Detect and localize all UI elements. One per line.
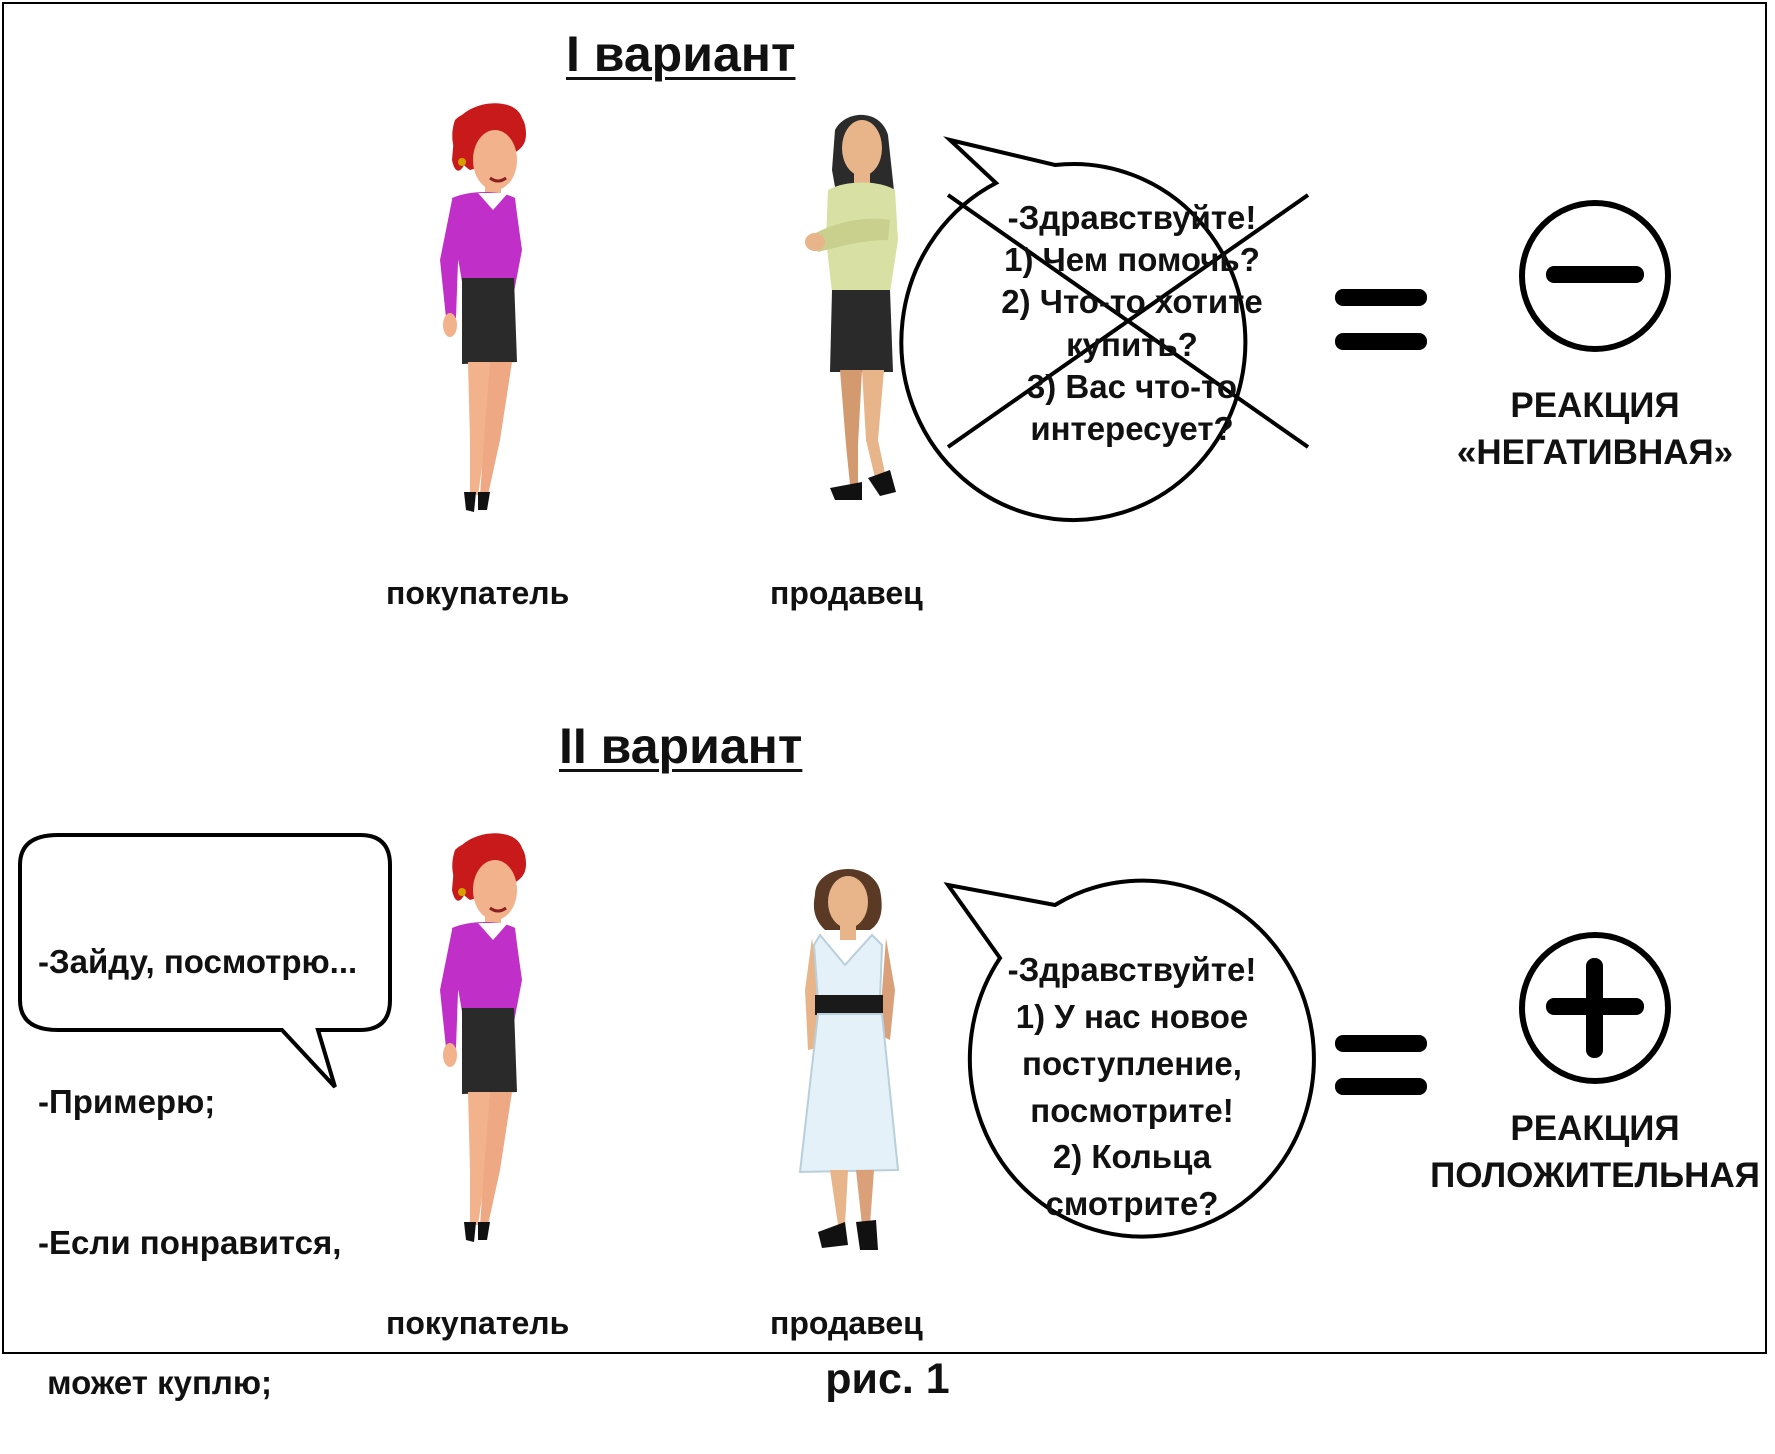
reaction-line: РЕАКЦИЯ <box>1510 1109 1680 1148</box>
seller-figure-1 <box>805 114 898 500</box>
buyer-figure-2 <box>438 831 528 1244</box>
speech-line: -Здравствуйте! <box>1007 199 1257 236</box>
speech-line: интересует? <box>1030 410 1234 448</box>
speech-line: поступление, <box>1022 1044 1242 1082</box>
figure-frame <box>2 2 1767 1354</box>
seller-speech-bubble-1 <box>899 136 1248 522</box>
minus-circle-icon <box>1519 200 1671 352</box>
cross-line-b <box>946 193 1310 449</box>
seller-speech-text-2: -Здравствуйте! 1) У нас новое поступлени… <box>992 947 1272 1228</box>
reaction-line: РЕАКЦИЯ <box>1510 386 1680 425</box>
speech-line: 2) Кольца <box>1052 1138 1212 1176</box>
reaction-positive: РЕАКЦИЯ ПОЛОЖИТЕЛЬНАЯ <box>1430 1105 1760 1200</box>
speech-line: 2) Что-то хотите <box>1001 283 1263 321</box>
plus-circle-icon <box>1519 932 1671 1084</box>
equals-sign-2 <box>1335 1035 1427 1095</box>
speech-line: 3) Вас что-то <box>1026 367 1238 405</box>
speech-line: 1) Чем помочь? <box>1004 241 1260 279</box>
speech-line: -Зайду, посмотрю... <box>38 942 358 980</box>
buyer-label-1: покупатель <box>386 575 570 611</box>
buyer-speech-text: -Зайду, посмотрю... -Примерю; -Если понр… <box>38 845 357 1454</box>
seller-label-2: продавец <box>770 1305 923 1341</box>
figure-caption: рис. 1 <box>825 1355 950 1403</box>
speech-line: может куплю; <box>38 1364 273 1402</box>
seller-speech-text-1: -Здравствуйте! 1) Чем помочь? 2) Что-то … <box>992 197 1272 450</box>
seller-label-1: продавец <box>770 575 923 611</box>
buyer-figure-1 <box>438 101 528 514</box>
reaction-negative: РЕАКЦИЯ «НЕГАТИВНАЯ» <box>1455 382 1735 477</box>
reaction-line: «НЕГАТИВНАЯ» <box>1456 433 1734 473</box>
speech-line: 1) У нас новое <box>1015 997 1249 1035</box>
speech-line: -Здравствуйте! <box>1007 951 1257 988</box>
reaction-line: ПОЛОЖИТЕЛЬНАЯ <box>1430 1156 1760 1196</box>
buyer-label-2: покупатель <box>386 1305 570 1341</box>
speech-line: купить? <box>1066 325 1198 363</box>
speech-line: смотрите? <box>1045 1185 1219 1223</box>
seller-speech-bubble-2 <box>943 878 1316 1239</box>
buyer-speech-bubble <box>18 833 392 1089</box>
variant-2-title: II вариант <box>559 718 803 774</box>
equals-sign-1 <box>1335 289 1427 350</box>
speech-line: -Если понравится, <box>38 1223 342 1261</box>
diagram-graphics <box>18 101 1671 1250</box>
speech-line: -Примерю; <box>38 1083 216 1121</box>
variant-1-title: I вариант <box>566 26 796 82</box>
seller-figure-2 <box>798 869 900 1250</box>
speech-line: посмотрите! <box>1030 1091 1234 1129</box>
